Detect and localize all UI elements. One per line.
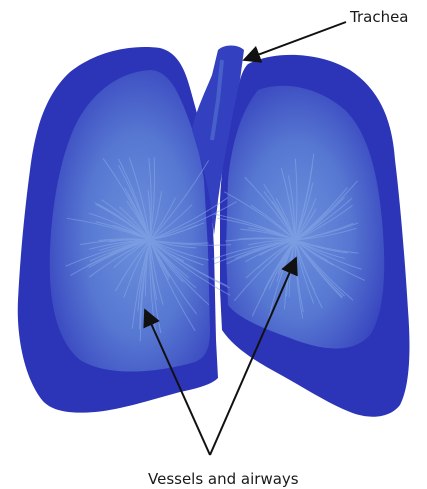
left-lung bbox=[18, 47, 218, 413]
trachea-label: Trachea bbox=[349, 8, 409, 26]
vessels-label: Vessels and airways bbox=[148, 470, 299, 488]
trachea-arrow bbox=[244, 22, 346, 60]
